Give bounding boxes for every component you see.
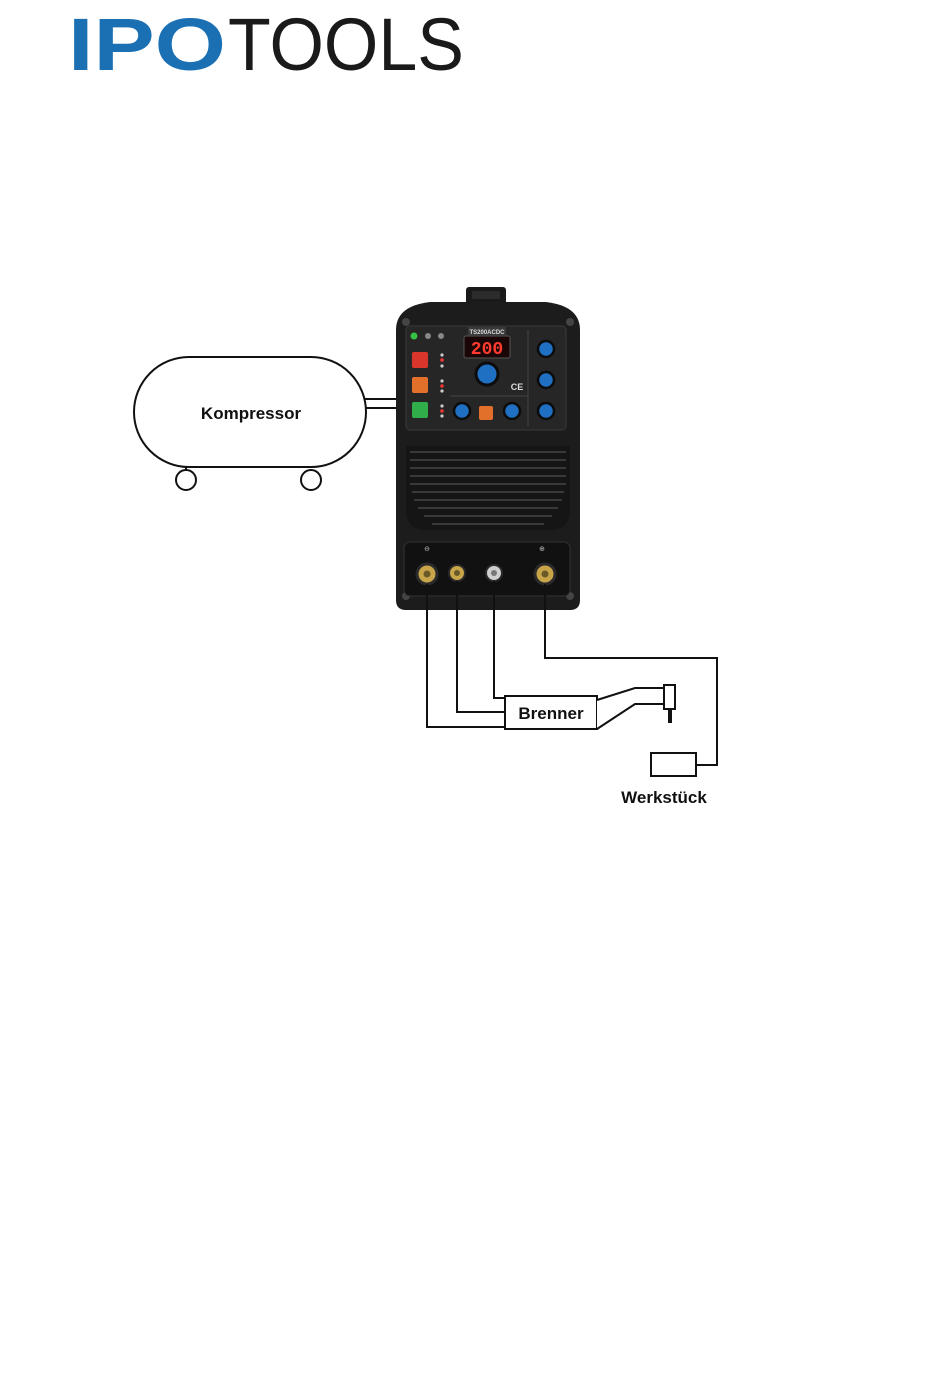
mode-button-2 — [412, 377, 428, 393]
compressor-wheel-left — [176, 470, 196, 490]
welding-machine: TS200ACDC 200 CE — [396, 287, 580, 610]
right-knob-1 — [538, 341, 554, 357]
vent-grille — [406, 446, 570, 530]
ipotools-logo: IPO TOOLS — [68, 3, 464, 86]
right-knob-2 — [538, 372, 554, 388]
air-hose — [365, 399, 396, 408]
ce-mark: CE — [511, 382, 524, 392]
compressor: Kompressor — [134, 357, 366, 490]
workpiece: Werkstück — [621, 753, 707, 807]
lower-knob-right — [504, 403, 520, 419]
right-knob-3 — [538, 403, 554, 419]
torch-label: Brenner — [518, 704, 584, 723]
torch: Brenner — [505, 685, 675, 729]
main-knob — [476, 363, 498, 385]
workpiece-label: Werkstück — [621, 788, 707, 807]
lower-knob-left — [454, 403, 470, 419]
logo-ipo: IPO — [68, 3, 226, 86]
mode-button-1 — [412, 352, 428, 368]
svg-text:⊖: ⊖ — [424, 545, 430, 553]
torch-head — [664, 685, 675, 709]
torch-neck — [597, 688, 664, 729]
model-label: TS200ACDC — [469, 330, 505, 336]
display-value: 200 — [471, 340, 503, 360]
mode-button-3 — [412, 402, 428, 418]
torch-tip — [668, 709, 672, 723]
logo-tools: TOOLS — [228, 3, 464, 86]
compressor-label: Kompressor — [201, 404, 302, 423]
svg-text:⊕: ⊕ — [539, 545, 545, 553]
workpiece-box — [651, 753, 696, 776]
wire-positive — [545, 584, 717, 765]
warning-indicator — [479, 406, 493, 420]
compressor-wheel-right — [301, 470, 321, 490]
